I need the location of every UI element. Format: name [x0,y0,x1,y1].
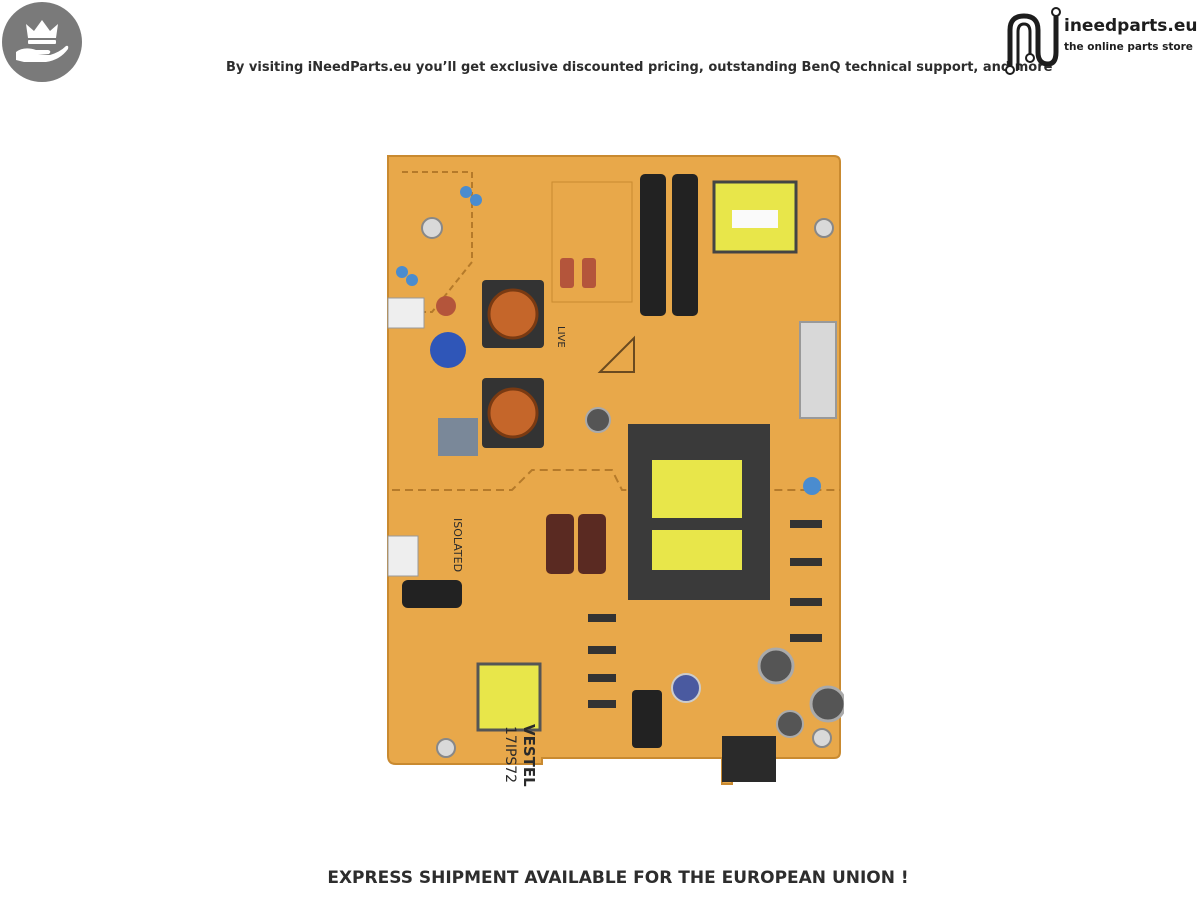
board-isolated-label: ISOLATED [451,518,464,572]
crown-hand-icon [16,20,69,62]
shipping-banner: EXPRESS SHIPMENT AVAILABLE FOR THE EUROP… [327,868,909,888]
product-image: VESTEL 17IPS72 ISOLATED LIVE [382,152,847,788]
board-brand-label: VESTEL [520,724,538,787]
logo-subtitle: the online parts store [1064,41,1193,53]
circuit-n-icon [1005,7,1061,75]
board-model-label: 17IPS72 [502,726,518,783]
power-supply-board-icon: VESTEL 17IPS72 ISOLATED LIVE [387,155,847,787]
logo-name: ineedparts.eu [1064,16,1198,36]
ineedparts-logo[interactable]: ineedparts.eu the online parts store [1002,2,1198,76]
crown-hand-badge [2,2,82,82]
board-live-label: LIVE [555,326,566,348]
promo-tagline: By visiting iNeedParts.eu you’ll get exc… [226,60,1053,75]
